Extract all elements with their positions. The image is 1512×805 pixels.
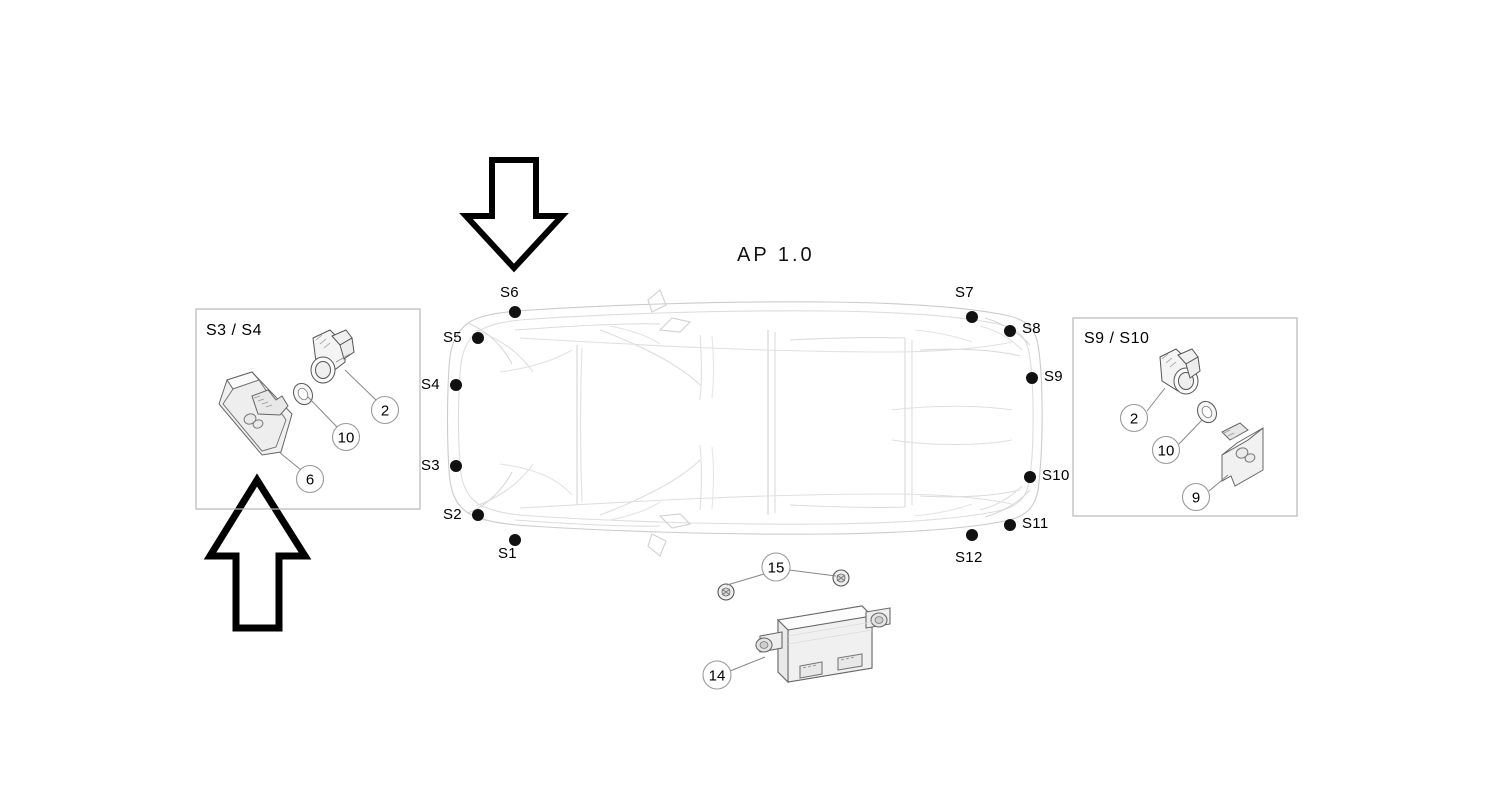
sensor-dot-S7[interactable] bbox=[966, 311, 978, 323]
sensor-dot-S11[interactable] bbox=[1004, 519, 1016, 531]
callout-bubble-6-left[interactable] bbox=[295, 464, 325, 494]
page-title: AP 1.0 bbox=[737, 244, 815, 266]
callout-number-2-right: 2 bbox=[1130, 411, 1138, 428]
sensor-dots-group bbox=[450, 306, 1038, 546]
sensor-dot-S10[interactable] bbox=[1024, 471, 1036, 483]
callout-box-s3-s4: 2 10 6 bbox=[195, 308, 421, 510]
callout-number-6-left: 6 bbox=[306, 472, 314, 489]
sensor-label-S8: S8 bbox=[1022, 320, 1041, 337]
sensor-label-S11: S11 bbox=[1022, 515, 1049, 532]
right-box-title: S9 / S10 bbox=[1084, 330, 1150, 347]
sensor-dot-S8[interactable] bbox=[1004, 325, 1016, 337]
sensor-label-S10: S10 bbox=[1042, 467, 1070, 484]
sensor-dot-S1[interactable] bbox=[509, 534, 521, 546]
sensor-label-S6: S6 bbox=[500, 284, 519, 301]
mounting-screw-right bbox=[832, 569, 850, 587]
sensor-label-S2: S2 bbox=[443, 506, 462, 523]
sensor-label-S1: S1 bbox=[498, 545, 517, 562]
vehicle-top-view-outline bbox=[446, 289, 1043, 557]
part-retaining-ring-right bbox=[1197, 400, 1217, 424]
callout-number-9-right: 9 bbox=[1192, 490, 1200, 507]
arrow-up-left-box bbox=[203, 473, 312, 632]
callout-bubble-2-left[interactable] bbox=[370, 395, 400, 425]
sensor-label-S7: S7 bbox=[955, 284, 974, 301]
callout-number-14: 14 bbox=[709, 668, 726, 685]
control-module-body bbox=[755, 605, 891, 684]
sensor-dot-S5[interactable] bbox=[472, 332, 484, 344]
sensor-label-S9: S9 bbox=[1044, 368, 1063, 385]
sensor-label-S4: S4 bbox=[421, 376, 440, 393]
callout-bubble-14[interactable] bbox=[702, 660, 732, 690]
callout-bubble-2-right[interactable] bbox=[1119, 403, 1149, 433]
sensor-label-S12: S12 bbox=[955, 549, 983, 566]
sensor-dot-S4[interactable] bbox=[450, 379, 462, 391]
callout-number-15: 15 bbox=[768, 560, 785, 577]
mounting-screw-left bbox=[717, 583, 735, 601]
callout-bubble-15[interactable] bbox=[761, 552, 791, 582]
sensor-dot-S2[interactable] bbox=[472, 509, 484, 521]
part-parking-sensor-left bbox=[310, 329, 355, 384]
part-sensor-bracket-right bbox=[1221, 422, 1264, 487]
part-sensor-bracket-left bbox=[218, 371, 293, 456]
callout-box-s9-s10: 2 10 9 bbox=[1072, 317, 1298, 517]
callout-bubble-9-right[interactable] bbox=[1181, 482, 1211, 512]
left-box-title: S3 / S4 bbox=[206, 322, 262, 339]
sensor-label-S3: S3 bbox=[421, 457, 440, 474]
sensor-dot-S3[interactable] bbox=[450, 460, 462, 472]
arrow-down-front bbox=[459, 157, 569, 273]
callout-number-10-right: 10 bbox=[1158, 443, 1175, 460]
parking-assist-control-unit: 14 15 bbox=[702, 552, 891, 690]
sensor-dot-S6[interactable] bbox=[509, 306, 521, 318]
callout-bubble-10-left[interactable] bbox=[331, 422, 361, 452]
sensor-label-S5: S5 bbox=[443, 329, 462, 346]
sensor-dot-S12[interactable] bbox=[966, 529, 978, 541]
callout-bubble-10-right[interactable] bbox=[1151, 435, 1181, 465]
callout-number-2-left: 2 bbox=[381, 403, 389, 420]
part-parking-sensor-right bbox=[1159, 348, 1201, 395]
sensor-dot-S9[interactable] bbox=[1026, 372, 1038, 384]
part-retaining-ring-left bbox=[293, 382, 313, 406]
callout-number-10-left: 10 bbox=[338, 430, 355, 447]
